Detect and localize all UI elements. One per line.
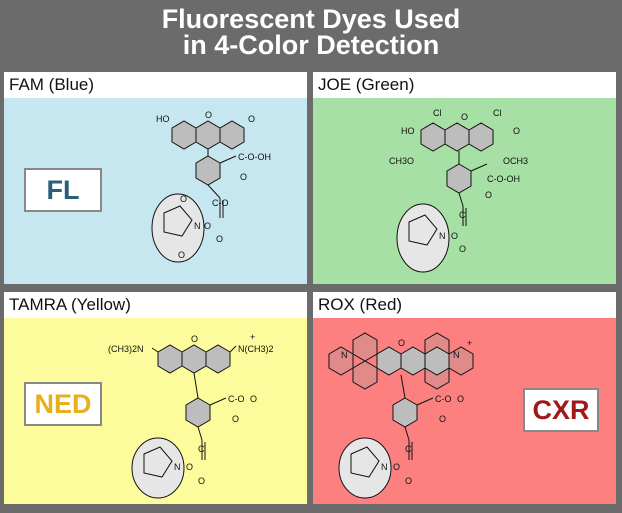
- joe-atom-n: N: [439, 231, 446, 241]
- panel-tamra: TAMRA (Yellow) NED: [4, 292, 307, 504]
- joe-structure: HO Cl Cl O O CH3O OCH3 C-O-OH O N O C O: [389, 108, 528, 273]
- tamra-atom-nme2-l: (CH3)2N: [108, 344, 144, 354]
- joe-atom-cl2: Cl: [493, 108, 502, 118]
- tamra-structure: (CH3)2N N(CH3)2 + O C-O O O N O C O: [108, 332, 274, 499]
- panel-joe: JOE (Green) HO: [313, 72, 616, 284]
- badge-fl: FL: [24, 168, 102, 212]
- tamra-atom-ester: C: [198, 444, 205, 454]
- rox-atom-o-minus: O: [457, 394, 464, 404]
- panel-fam-body: FL: [4, 98, 307, 284]
- tamra-atom-o-link: O: [186, 462, 193, 472]
- title-line-2: in 4-Color Detection: [182, 30, 440, 60]
- joe-atom-och3-l: CH3O: [389, 156, 414, 166]
- title-line-1: Fluorescent Dyes Used: [161, 4, 461, 34]
- rox-atom-plus: +: [467, 338, 472, 348]
- badge-ned-text: NED: [34, 389, 92, 419]
- panel-tamra-label: TAMRA (Yellow): [9, 295, 131, 314]
- panel-tamra-body: NED: [4, 318, 307, 504]
- fam-atom-oh: HO: [156, 114, 170, 124]
- tamra-atom-o-minus: O: [250, 394, 257, 404]
- rox-atom-ester: C: [405, 444, 412, 454]
- joe-atom-o-ring: O: [461, 112, 468, 122]
- rox-atom-o-link: O: [393, 462, 400, 472]
- fam-nhs-ellipse: [151, 193, 205, 263]
- fam-atom-o-ring: O: [205, 110, 212, 120]
- joe-atom-oh: HO: [401, 126, 415, 136]
- rox-nhs-ellipse: [338, 437, 392, 499]
- tamra-nhs-ellipse: [131, 437, 185, 499]
- joe-atom-o-keto: O: [513, 126, 520, 136]
- panel-tamra-label-bar: TAMRA (Yellow): [4, 292, 307, 318]
- panel-joe-label: JOE (Green): [318, 75, 415, 94]
- panel-rox-body: CXR: [313, 318, 616, 504]
- fam-atom-o-link: O: [204, 221, 211, 231]
- rox-atom-n-r: N: [453, 350, 460, 360]
- fam-atom-o2: O: [178, 250, 185, 260]
- fam-atom-o1: O: [180, 194, 187, 204]
- rox-atom-dbl-o: O: [439, 414, 446, 424]
- panel-rox: ROX (Red) CXR: [313, 292, 616, 504]
- badge-fl-text: FL: [46, 175, 80, 205]
- joe-atom-cooh: C-O-OH: [487, 174, 520, 184]
- tamra-atom-coo: C-O: [228, 394, 245, 404]
- panel-rox-label: ROX (Red): [318, 295, 403, 314]
- rox-atom-n: N: [381, 462, 388, 472]
- panel-fam-label-bar: FAM (Blue): [4, 72, 307, 98]
- fam-atom-o-keto: O: [248, 114, 255, 124]
- panel-joe-label-bar: JOE (Green): [313, 72, 616, 98]
- joe-atom-ester: C: [459, 210, 466, 220]
- panel-fam-label: FAM (Blue): [9, 75, 95, 94]
- panel-joe-body: HO Cl Cl O O CH3O OCH3 C-O-OH O N O C O: [313, 98, 616, 284]
- rox-atom-dbl-o2: O: [405, 476, 412, 486]
- tamra-atom-nme2-r: N(CH3)2: [238, 344, 274, 354]
- tamra-atom-o-ring: O: [191, 334, 198, 344]
- joe-atom-dbl-o: O: [485, 190, 492, 200]
- fam-atom-dbl-o2: O: [216, 234, 223, 244]
- joe-nhs-ellipse: [396, 203, 450, 273]
- joe-atom-och3-r: OCH3: [503, 156, 528, 166]
- tamra-atom-dbl-o2: O: [198, 476, 205, 486]
- badge-cxr-text: CXR: [532, 395, 590, 425]
- joe-atom-dbl-o2: O: [459, 244, 466, 254]
- joe-atom-cl1: Cl: [433, 108, 442, 118]
- rox-atom-o-ring: O: [398, 338, 405, 348]
- rox-atom-n-l: N: [341, 350, 348, 360]
- badge-ned: NED: [24, 382, 102, 426]
- fam-atom-cooh: C-O-OH: [238, 152, 271, 162]
- fam-atom-n: N: [194, 221, 201, 231]
- joe-atom-o-link: O: [451, 231, 458, 241]
- tamra-atom-n: N: [174, 462, 181, 472]
- panel-rox-label-bar: ROX (Red): [313, 292, 616, 318]
- tamra-atom-dbl-o: O: [232, 414, 239, 424]
- rox-structure: N N + O C-O O O N O C O: [328, 332, 474, 499]
- fam-atom-ester: C-O: [212, 198, 229, 208]
- rox-atom-coo: C-O: [435, 394, 452, 404]
- tamra-atom-plus: +: [250, 332, 255, 342]
- fam-atom-dbl-o: O: [240, 172, 247, 182]
- panel-fam: FAM (Blue) FL: [4, 72, 307, 284]
- figure-title: Fluorescent Dyes Used in 4-Color Detecti…: [0, 4, 622, 60]
- badge-cxr: CXR: [523, 388, 599, 432]
- fam-structure: HO O O C-O-OH O N O C-O O O O: [151, 110, 271, 263]
